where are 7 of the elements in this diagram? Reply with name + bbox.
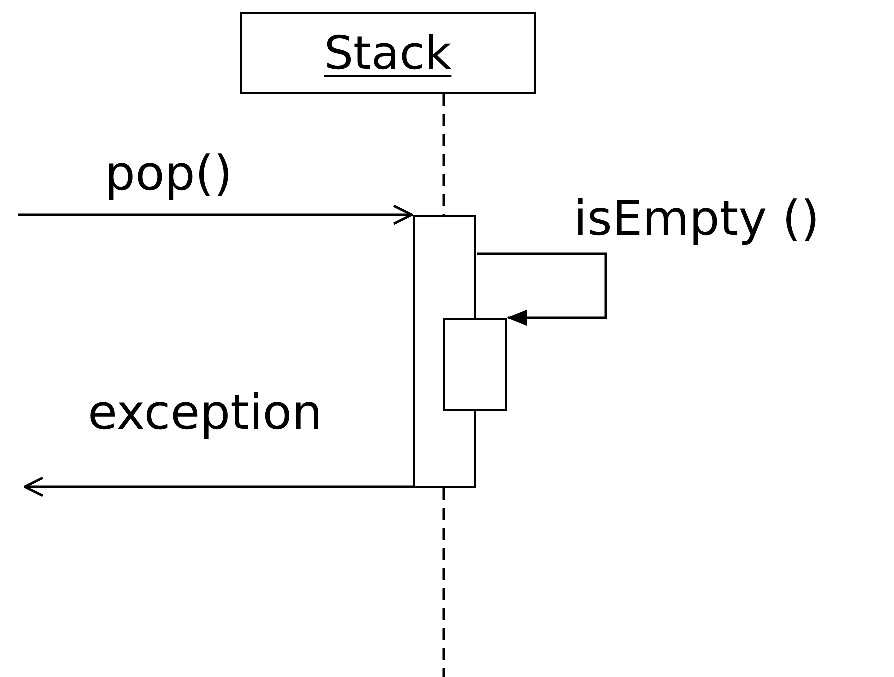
message-arrow [18,204,414,226]
message-arrow [477,252,608,326]
object-name: Stack [324,26,452,80]
lifeline [442,94,446,215]
lifeline-header-box [240,12,536,94]
activation-bar [443,318,507,411]
message-arrow [24,476,413,498]
